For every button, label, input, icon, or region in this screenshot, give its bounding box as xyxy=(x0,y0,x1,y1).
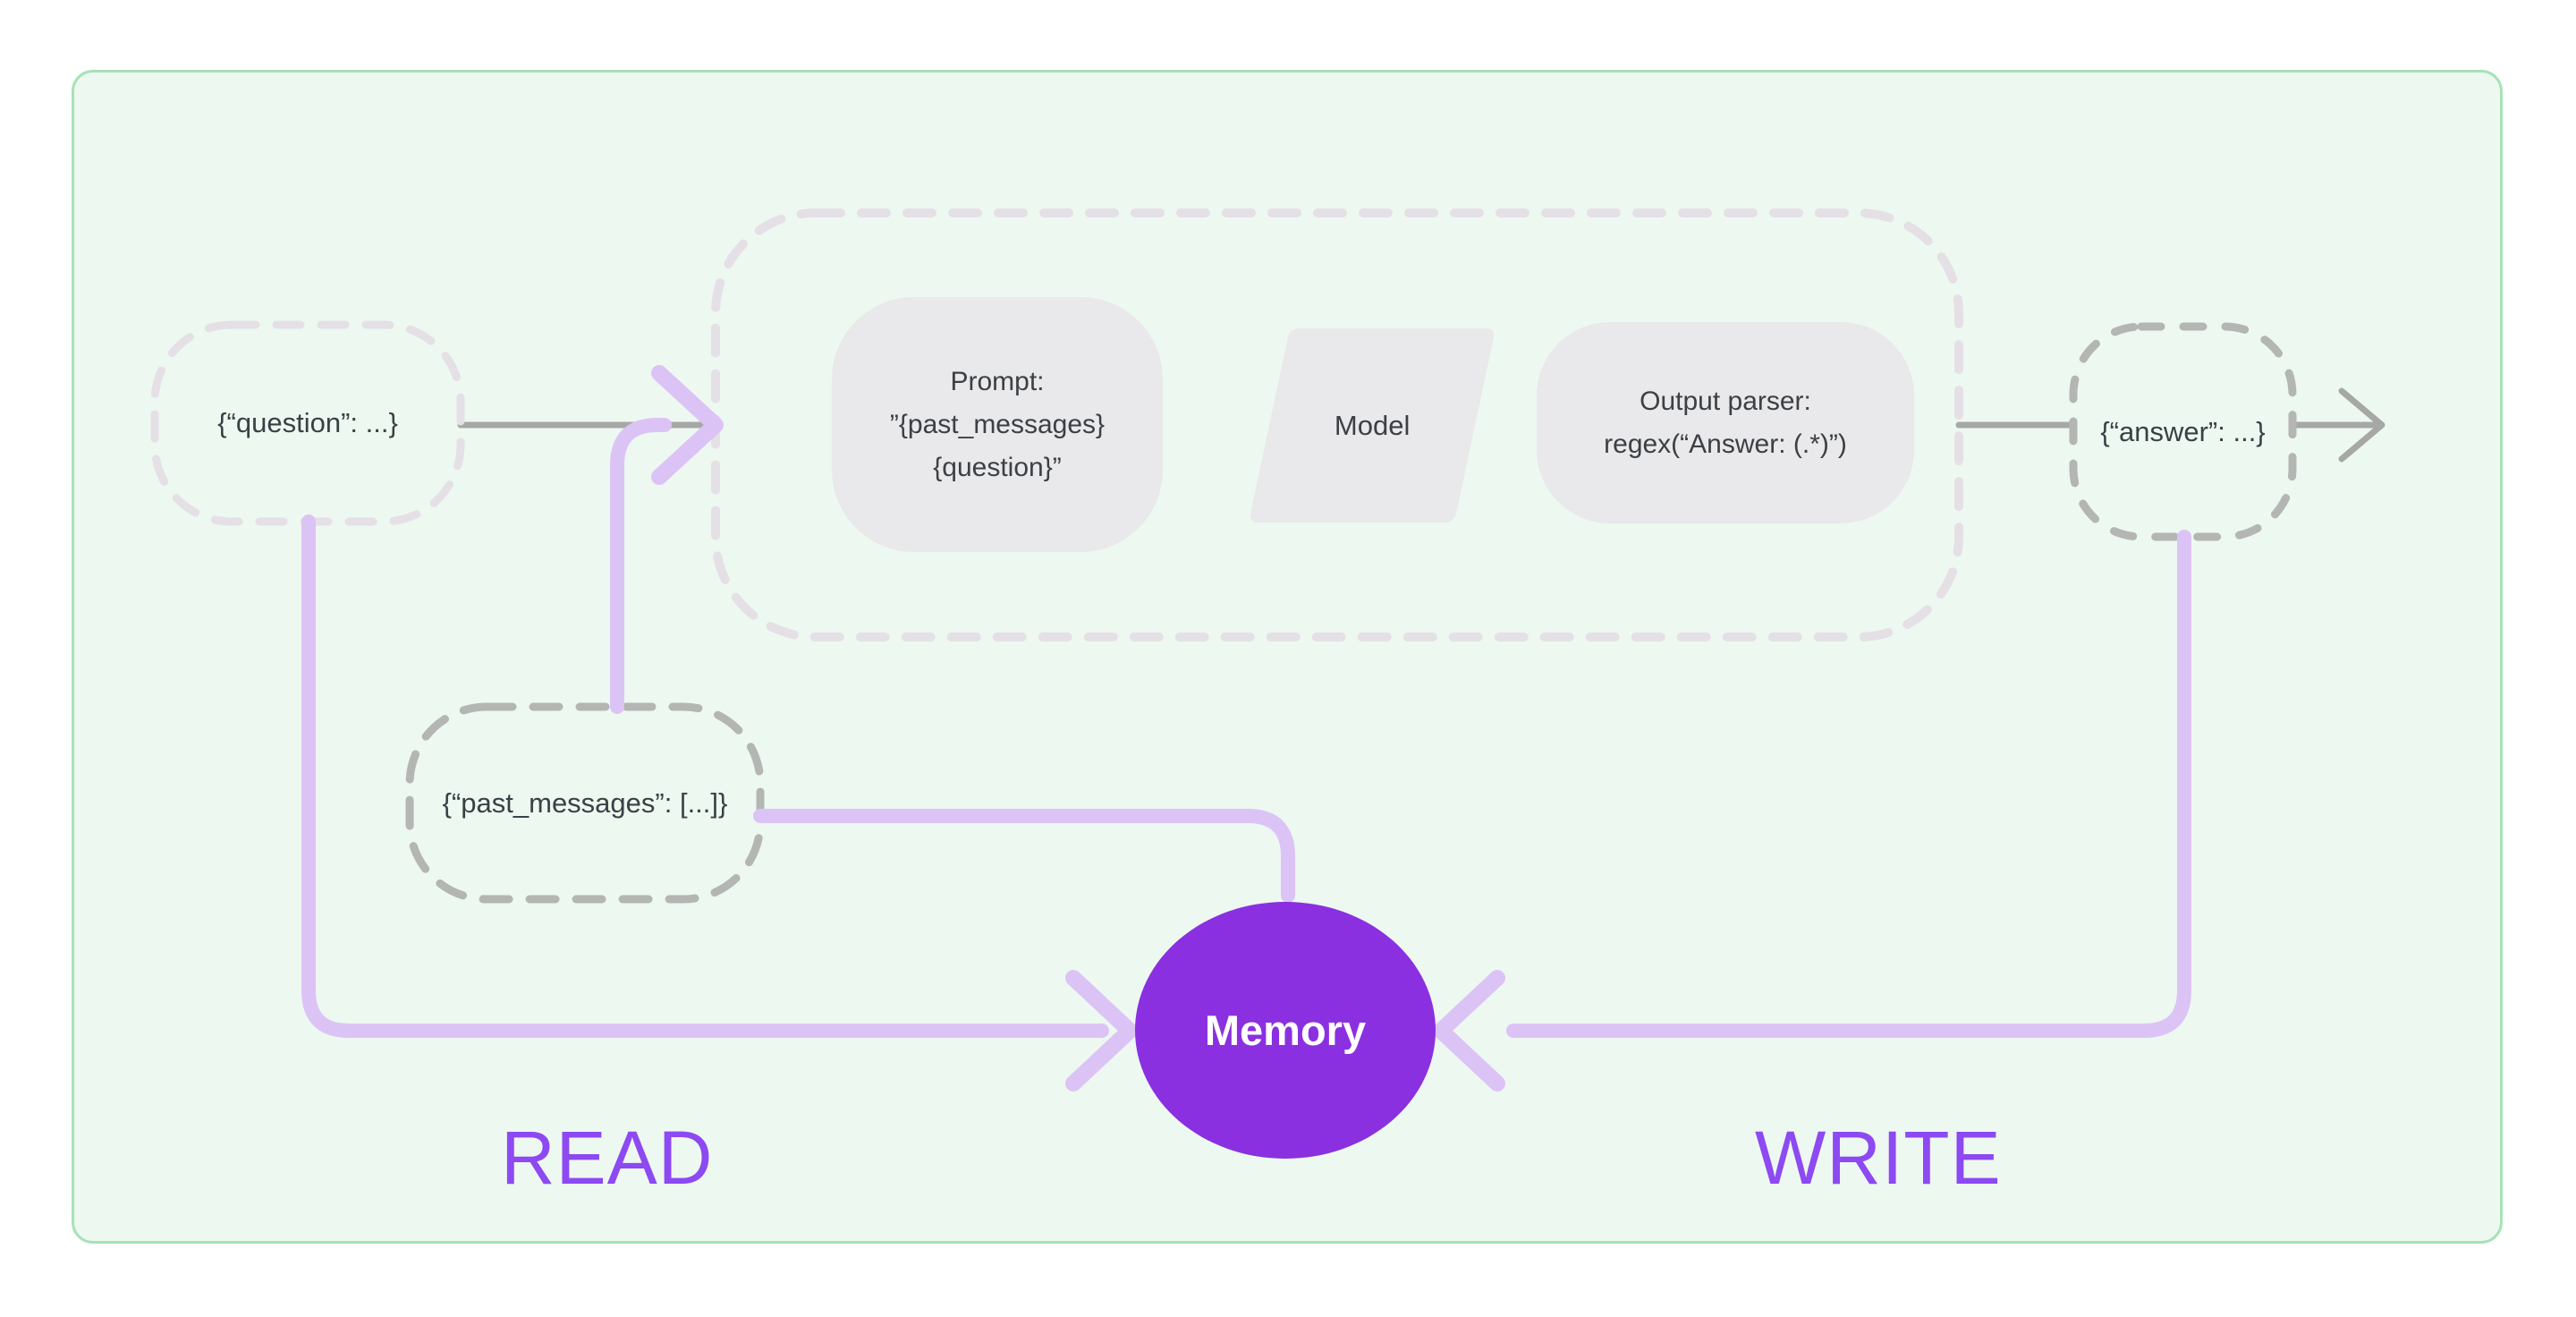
memory-node: Memory xyxy=(1135,902,1436,1159)
question-node-label: {“question”: ...} xyxy=(217,407,398,438)
read-annotation: READ xyxy=(501,1116,714,1200)
past-messages-node: {“past_messages”: [...]} xyxy=(410,707,760,899)
model-node-label: Model xyxy=(1334,409,1411,441)
write-annotation: WRITE xyxy=(1755,1116,2002,1200)
prompt-node-line3: {question}” xyxy=(933,452,1062,482)
output-parser-line2: regex(“Answer: (.*)”) xyxy=(1604,429,1847,459)
answer-node: {“answer”: ...} xyxy=(2073,327,2292,537)
question-node: {“question”: ...} xyxy=(155,325,461,522)
model-node: Model xyxy=(1248,328,1496,523)
past-messages-node-label: {“past_messages”: [...]} xyxy=(442,786,728,819)
prompt-node: Prompt: ”{past_messages} {question}” xyxy=(832,297,1163,552)
memory-node-label: Memory xyxy=(1204,1006,1367,1054)
prompt-node-line2: ”{past_messages} xyxy=(889,409,1106,439)
prompt-node-line1: Prompt: xyxy=(950,366,1045,396)
output-parser-line1: Output parser: xyxy=(1640,386,1811,416)
answer-node-label: {“answer”: ...} xyxy=(2100,415,2266,447)
output-parser-node: Output parser: regex(“Answer: (.*)”) xyxy=(1537,322,1914,523)
